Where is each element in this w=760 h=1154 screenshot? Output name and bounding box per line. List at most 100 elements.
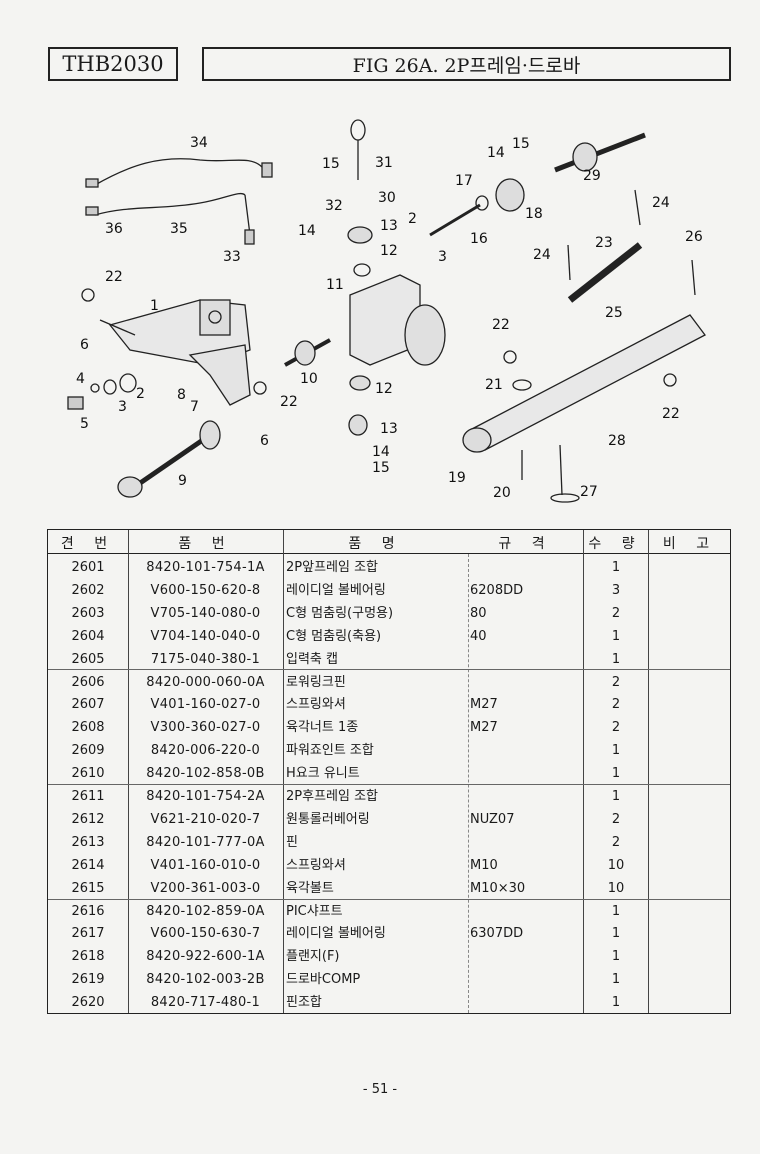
svg-text:12: 12	[375, 381, 393, 397]
svg-text:22: 22	[280, 394, 298, 410]
svg-text:34: 34	[190, 135, 208, 151]
part-spec: M27	[470, 720, 498, 736]
part-name: 스프링와셔	[286, 857, 346, 873]
part-spec: M27	[470, 697, 498, 713]
ref-number: 2601	[71, 560, 105, 575]
ref-number: 2620	[71, 995, 105, 1011]
svg-text:18: 18	[525, 206, 543, 222]
svg-text:27: 27	[580, 484, 598, 500]
part-qty: 1	[611, 789, 621, 804]
part-spec: M10	[470, 857, 498, 873]
part-name: H요크 유니트	[286, 766, 360, 782]
svg-text:25: 25	[605, 305, 623, 321]
svg-text:11: 11	[326, 277, 344, 293]
model-label: THB2030	[48, 47, 178, 81]
ref-number: 2614	[71, 857, 105, 873]
part-number: 8420-922-600-1A	[146, 949, 265, 965]
svg-text:7: 7	[190, 399, 199, 415]
part-name: 핀	[286, 834, 298, 850]
page-number: - 51 -	[362, 1082, 398, 1097]
part-spec: M10×30	[470, 880, 526, 896]
ref-number: 2617	[71, 926, 105, 942]
ref-number: 2606	[71, 674, 105, 690]
part-name: 레이디얼 볼베어링	[286, 926, 386, 942]
part-qty: 2	[611, 834, 621, 850]
svg-text:23: 23	[595, 235, 613, 251]
ref-number: 2613	[71, 834, 105, 850]
part-qty: 10	[607, 857, 625, 873]
part-number: 8420-102-859-0A	[146, 903, 265, 919]
svg-text:29: 29	[583, 168, 601, 184]
part-qty: 2	[611, 674, 621, 690]
table-row: 2617 V600-150-630-7 레이디얼 볼베어링 6307DD 1	[48, 922, 730, 945]
svg-text:26: 26	[685, 229, 703, 245]
svg-text:19: 19	[448, 470, 466, 486]
ref-number: 2602	[71, 582, 105, 598]
part-spec: 40	[470, 628, 487, 644]
part-qty: 2	[611, 605, 621, 621]
ref-number: 2605	[71, 651, 105, 667]
svg-text:24: 24	[533, 247, 551, 263]
svg-text:8: 8	[177, 387, 186, 403]
header-remark: 비 고	[662, 536, 718, 552]
part-number: 8420-102-858-0B	[146, 766, 265, 782]
part-qty: 1	[611, 651, 621, 667]
part-name: 입력축 캡	[286, 651, 338, 667]
svg-text:16: 16	[470, 231, 488, 247]
part-qty: 10	[607, 880, 625, 896]
ref-number: 2611	[71, 789, 105, 804]
part-qty: 1	[611, 766, 621, 782]
part-name: 레이디얼 볼베어링	[286, 582, 386, 598]
ref-number: 2619	[71, 972, 105, 988]
svg-text:20: 20	[493, 485, 511, 501]
part-number: V600-150-630-7	[150, 926, 261, 942]
svg-text:30: 30	[378, 190, 396, 206]
part-number: V300-360-027-0	[150, 720, 261, 736]
part-spec: 80	[470, 605, 487, 621]
ref-number: 2607	[71, 697, 105, 713]
svg-text:36: 36	[105, 221, 123, 237]
part-number: V401-160-010-0	[150, 857, 261, 873]
svg-text:13: 13	[380, 421, 398, 437]
part-name: PIC샤프트	[286, 903, 343, 919]
part-qty: 1	[611, 972, 621, 988]
part-number: V600-150-620-8	[150, 582, 261, 598]
part-qty: 1	[611, 743, 621, 759]
part-name: 육각볼트	[286, 880, 334, 896]
svg-text:15: 15	[322, 156, 340, 172]
svg-text:24: 24	[652, 195, 670, 211]
part-qty: 1	[611, 628, 621, 644]
part-qty: 1	[611, 949, 621, 965]
table-header: 견 번 품 번 품 명 규 격 수 량 비 고	[48, 530, 730, 554]
header-no: 견 번	[60, 536, 116, 552]
parts-table: 견 번 품 번 품 명 규 격 수 량 비 고 2601 8420-101-754…	[47, 529, 731, 1014]
part-spec: 6307DD	[470, 926, 524, 942]
svg-text:14: 14	[372, 444, 390, 460]
ref-number: 2616	[71, 903, 105, 919]
part-number: 8420-006-220-0	[150, 743, 261, 759]
svg-text:10: 10	[300, 371, 318, 387]
svg-text:17: 17	[455, 173, 473, 189]
header-part-no: 품 번	[178, 536, 233, 552]
part-qty: 1	[611, 560, 621, 575]
svg-text:13: 13	[380, 218, 398, 234]
part-number: 8420-101-754-2A	[146, 789, 265, 804]
svg-text:2: 2	[408, 211, 417, 227]
part-qty: 2	[611, 720, 621, 736]
svg-text:22: 22	[492, 317, 510, 333]
part-name: 플랜지(F)	[286, 949, 340, 965]
svg-text:22: 22	[662, 406, 680, 422]
part-qty: 1	[611, 926, 621, 942]
part-name: 2P앞프레임 조합	[286, 560, 379, 575]
part-number: 8420-101-777-0A	[146, 834, 265, 850]
svg-text:3: 3	[118, 399, 127, 415]
